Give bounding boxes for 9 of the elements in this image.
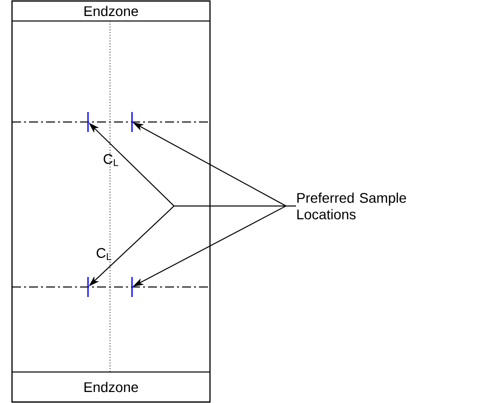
centerline-symbol: C$_{L}$: [96, 248, 112, 260]
endzone-label: Endzone: [84, 6, 138, 16]
sample-mark: [87, 276, 89, 298]
centerline-symbol: C$_{L}$: [104, 154, 118, 166]
endzone-label: Endzone: [84, 382, 138, 392]
callout-text: Preferred Sample Locations: [297, 192, 406, 220]
sample-mark: [131, 276, 133, 298]
sample-mark: [87, 111, 89, 133]
sample-mark: [131, 111, 133, 133]
